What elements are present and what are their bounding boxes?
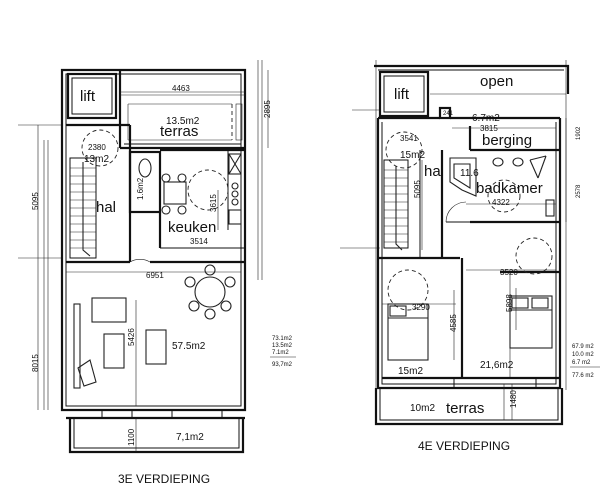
floor3-terras-label: terras xyxy=(160,123,198,140)
floor4-caption: 4E VERDIEPING xyxy=(418,439,510,453)
floor3-lift-shaft xyxy=(66,72,118,120)
floor3-toilet-area: 1.6m2 xyxy=(136,177,145,200)
floor3-dim-3514: 3514 xyxy=(190,237,208,246)
floor3-dim-1100: 1100 xyxy=(127,428,136,446)
floor3-dim-2380: 2380 xyxy=(88,143,106,152)
floor4-plan xyxy=(340,60,570,426)
floor4-area-list-0: 67.9 m2 xyxy=(572,344,594,350)
floor3-area-list-1: 13.5m2 xyxy=(272,343,293,349)
floor4-lift-label: lift xyxy=(394,86,410,103)
floor3-dim-6951: 6951 xyxy=(146,271,164,280)
floor4-area-list-1: 10.0 m2 xyxy=(572,352,594,358)
floor3-toilet xyxy=(138,158,152,178)
floor3-plan xyxy=(18,60,263,454)
floor3-terras-area: 13.5m2 xyxy=(166,116,200,127)
floor4-dim-5095: 5095 xyxy=(413,180,422,198)
floor4-lift-shaft xyxy=(378,70,430,118)
floor3-dim-4463: 4463 xyxy=(172,84,190,93)
floor3-area-list-2: 7.1m2 xyxy=(272,350,289,356)
floor3-dining-table xyxy=(184,264,236,320)
floor3-staircase xyxy=(69,157,97,259)
floor4-bed2-area: 21,6m2 xyxy=(480,360,514,371)
floor3-balcony-area: 7,1m2 xyxy=(176,432,204,443)
floor4-dim-3815: 3815 xyxy=(480,124,498,133)
floor3-hal-area: 13m2 xyxy=(84,154,109,165)
floor4-dim-2578: 2578 xyxy=(576,184,582,198)
floor3-dim-5426: 5426 xyxy=(127,328,136,346)
floor3-kitchen-unit xyxy=(228,153,242,175)
floor4-berging-area: 6.7m2 xyxy=(472,113,500,124)
floor3-area-list-3: 93,7m2 xyxy=(272,362,293,368)
floor4-terras-label: terras xyxy=(446,400,484,417)
floor4-dim-1902: 1902 xyxy=(576,126,582,140)
floor3-dim-3615: 3615 xyxy=(209,194,218,212)
floor3-living-area: 57.5m2 xyxy=(172,341,206,352)
floor4-hal-area: 15m2 xyxy=(400,150,425,161)
floor3-dimensions xyxy=(37,70,269,452)
floor4-dim-3290: 3290 xyxy=(412,303,430,312)
floor4-bed-right xyxy=(509,295,553,349)
floor4-dim-3541: 3541 xyxy=(400,134,418,143)
floor4-bed1-area: 15m2 xyxy=(398,366,423,377)
floor4-dim-241: 241 xyxy=(443,111,454,117)
floor4-dim-1480: 1480 xyxy=(509,390,518,408)
floor4-open-label: open xyxy=(480,73,513,90)
floor3-area-list-0: 73.1m2 xyxy=(272,336,293,342)
floor4-staircase xyxy=(383,159,409,251)
floor4-dim-3520: 3520 xyxy=(500,268,518,277)
floor3-keuken-label: keuken xyxy=(168,219,216,236)
floor3-kitchen-table xyxy=(161,173,187,215)
floor3-dim-2895: 2895 xyxy=(263,100,272,118)
floor4-dim-5898: 5898 xyxy=(505,294,514,312)
floor3-hal-label: hal xyxy=(96,199,116,216)
floor3-living-furniture xyxy=(73,297,167,389)
floor3-dim-8015: 8015 xyxy=(31,354,40,372)
floor3-dim-5095: 5095 xyxy=(31,192,40,210)
floor4-area-list-2: 6.7 m2 xyxy=(572,360,591,366)
floor4-hal-label: hal xyxy=(424,163,444,180)
floor3-caption: 3E VERDIEPING xyxy=(118,472,210,486)
floor4-bad-area: 11.6 xyxy=(460,168,479,179)
floor4-area-list-3: 77.6 m2 xyxy=(572,373,594,379)
floor4-bathroom-fixtures xyxy=(449,155,555,217)
floor4-badkamer-label: badkamer xyxy=(476,180,543,197)
floor4-bed-left xyxy=(387,303,429,361)
floor4-dim-4322: 4322 xyxy=(492,198,510,207)
floor4-dimensions xyxy=(382,118,567,420)
floor4-terras-area: 10m2 xyxy=(410,403,435,414)
floor4-dim-4585: 4585 xyxy=(449,314,458,332)
floor3-lift-label: lift xyxy=(80,88,96,105)
floor4-berging-label: berging xyxy=(482,132,532,149)
